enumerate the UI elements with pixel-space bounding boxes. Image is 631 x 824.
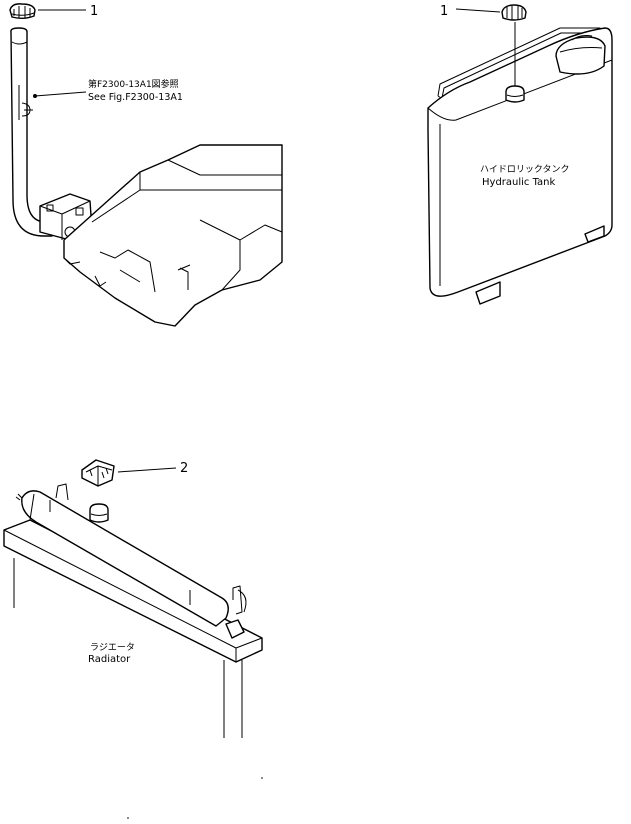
leader-dot	[33, 94, 37, 98]
see-fig-label-en: See Fig.F2300-13A1	[88, 92, 183, 103]
radiator	[3, 483, 263, 738]
hydraulic-tank	[427, 27, 613, 305]
speck	[127, 817, 129, 819]
pipe-assembly	[9, 3, 283, 327]
tank-label-en: Hydraulic Tank	[482, 177, 556, 188]
radiator-label-jp: ラジエータ	[90, 642, 135, 653]
callout-number-1-right: 1	[440, 4, 448, 19]
breather-cap-icon	[9, 3, 36, 19]
breather-cap-icon	[501, 4, 527, 21]
tank-filler-cap	[555, 35, 606, 75]
callout-number-1-left: 1	[90, 4, 98, 19]
see-fig-label-jp: 第F2300-13A1図参照	[88, 78, 179, 90]
radiator-cap-icon	[81, 459, 115, 487]
tank-label-jp: ハイドロリックタンク	[480, 164, 569, 175]
radiator-label-en: Radiator	[88, 654, 131, 665]
callout-number-2: 2	[180, 461, 188, 476]
speck	[261, 777, 263, 779]
